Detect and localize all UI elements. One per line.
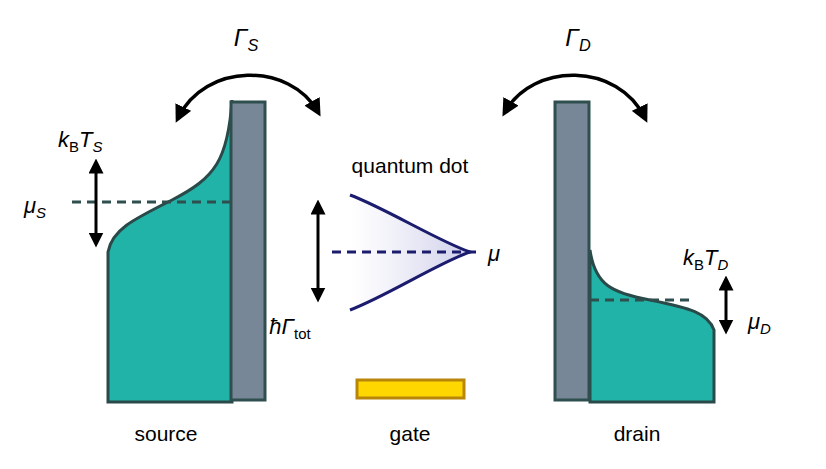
dot-title: quantum dot bbox=[352, 155, 469, 176]
label-text: Γ bbox=[565, 24, 579, 51]
gamma-tot-arrow bbox=[317, 204, 320, 298]
mu-d-label: μD bbox=[748, 311, 771, 333]
mu-d-line bbox=[590, 299, 690, 302]
drain-label: drain bbox=[614, 423, 661, 444]
label-text: D bbox=[760, 320, 771, 337]
label-text: μ bbox=[488, 241, 500, 266]
drain-reservoir bbox=[590, 250, 714, 402]
gamma-d-label: ΓD bbox=[565, 26, 590, 50]
label-text: k bbox=[683, 245, 694, 270]
gate-label: gate bbox=[390, 423, 431, 444]
mu-line bbox=[332, 251, 480, 254]
kt-d-arrow bbox=[725, 280, 728, 330]
label-text: Γ bbox=[234, 24, 248, 51]
label-text: D bbox=[579, 36, 591, 54]
drain-barrier bbox=[555, 102, 589, 400]
kt-s-arrow bbox=[95, 163, 98, 243]
label-text: S bbox=[36, 204, 46, 221]
source-reservoir bbox=[108, 100, 232, 402]
label-text: B bbox=[694, 256, 704, 273]
label-text: S bbox=[247, 36, 258, 54]
label-text: μ bbox=[24, 193, 36, 218]
label-text: gate bbox=[390, 422, 431, 445]
label-text: T bbox=[704, 245, 717, 270]
gamma-tot-label: ħΓtot bbox=[269, 316, 310, 338]
label-text: drain bbox=[614, 422, 661, 445]
source-barrier bbox=[231, 102, 265, 400]
label-text: quantum dot bbox=[352, 154, 469, 177]
gate-electrode bbox=[357, 380, 464, 398]
label-text: source bbox=[134, 422, 197, 445]
label-text: T bbox=[79, 127, 92, 152]
label-text: k bbox=[58, 127, 69, 152]
label-text: S bbox=[92, 138, 102, 155]
mu-s-label: μS bbox=[24, 195, 46, 217]
gamma-s-label: ΓS bbox=[234, 26, 259, 50]
label-text: μ bbox=[748, 309, 760, 334]
tunnel-arc-source bbox=[178, 75, 318, 118]
tunnel-arc-drain bbox=[505, 75, 645, 118]
kt-d-label: kBTD bbox=[683, 247, 728, 269]
kt-s-label: kBTS bbox=[58, 129, 102, 151]
label-text: ħΓ bbox=[269, 314, 294, 339]
label-text: D bbox=[717, 256, 728, 273]
source-label: source bbox=[134, 423, 197, 444]
label-text: tot bbox=[294, 325, 311, 342]
label-text: B bbox=[69, 138, 79, 155]
mu-label: μ bbox=[488, 243, 500, 265]
